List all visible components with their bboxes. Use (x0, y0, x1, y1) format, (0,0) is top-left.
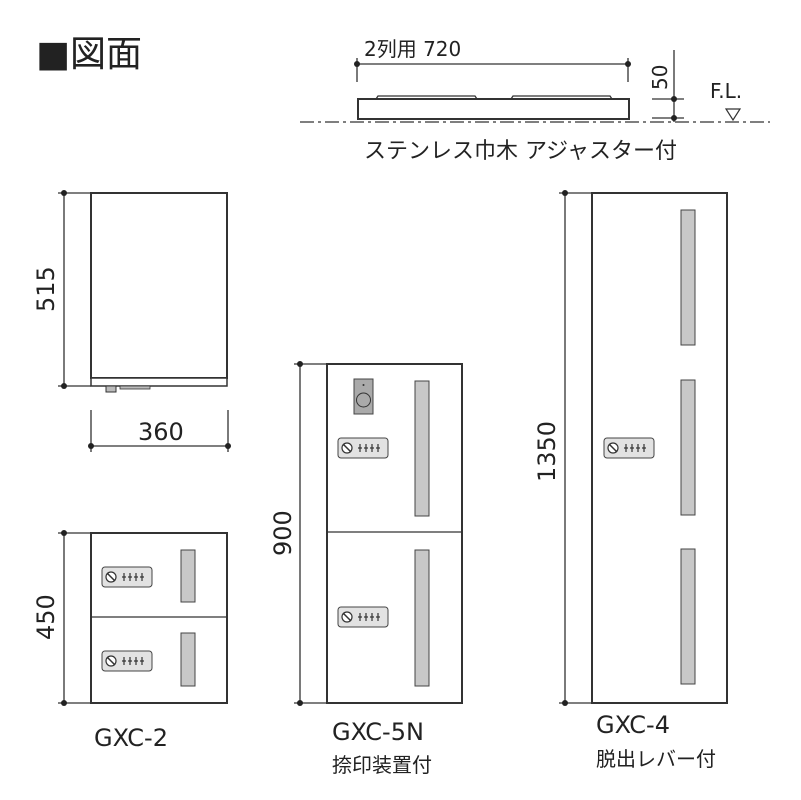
gxc4-height-label: 1350 (533, 421, 561, 482)
page-title: ■図面 (36, 34, 142, 75)
base-width-label: 2列用 720 (364, 37, 461, 61)
gxc5n-note: 捺印装置付 (332, 753, 432, 777)
floor-level-icon (724, 108, 742, 122)
gxc4-front-view: 1350 GXC-4 脱出レバー付 (533, 190, 728, 771)
base-height-label: 50 (648, 65, 672, 90)
base-drawing: 2列用 720 50 F.L. ステンレス巾木 アジャスター付 (300, 37, 770, 164)
gxc5n-front-view: 900 GXC-5N 捺印装置付 (269, 361, 463, 777)
gxc2-depth-label: 515 (32, 266, 60, 312)
gxc5n-model-name: GXC-5N (332, 718, 424, 746)
gxc5n-height-label: 900 (269, 510, 297, 556)
base-caption: ステンレス巾木 アジャスター付 (364, 139, 677, 164)
gxc2-front-view: 450 GXC-2 (32, 530, 228, 752)
floor-level-label: F.L. (710, 79, 742, 103)
gxc2-model-name: GXC-2 (94, 724, 168, 752)
gxc2-height-label: 450 (32, 594, 60, 640)
gxc4-model-name: GXC-4 (596, 711, 670, 739)
gxc2-top-view: 515 360 (32, 190, 231, 452)
gxc2-width-label: 360 (138, 418, 184, 446)
gxc4-note: 脱出レバー付 (596, 747, 716, 771)
